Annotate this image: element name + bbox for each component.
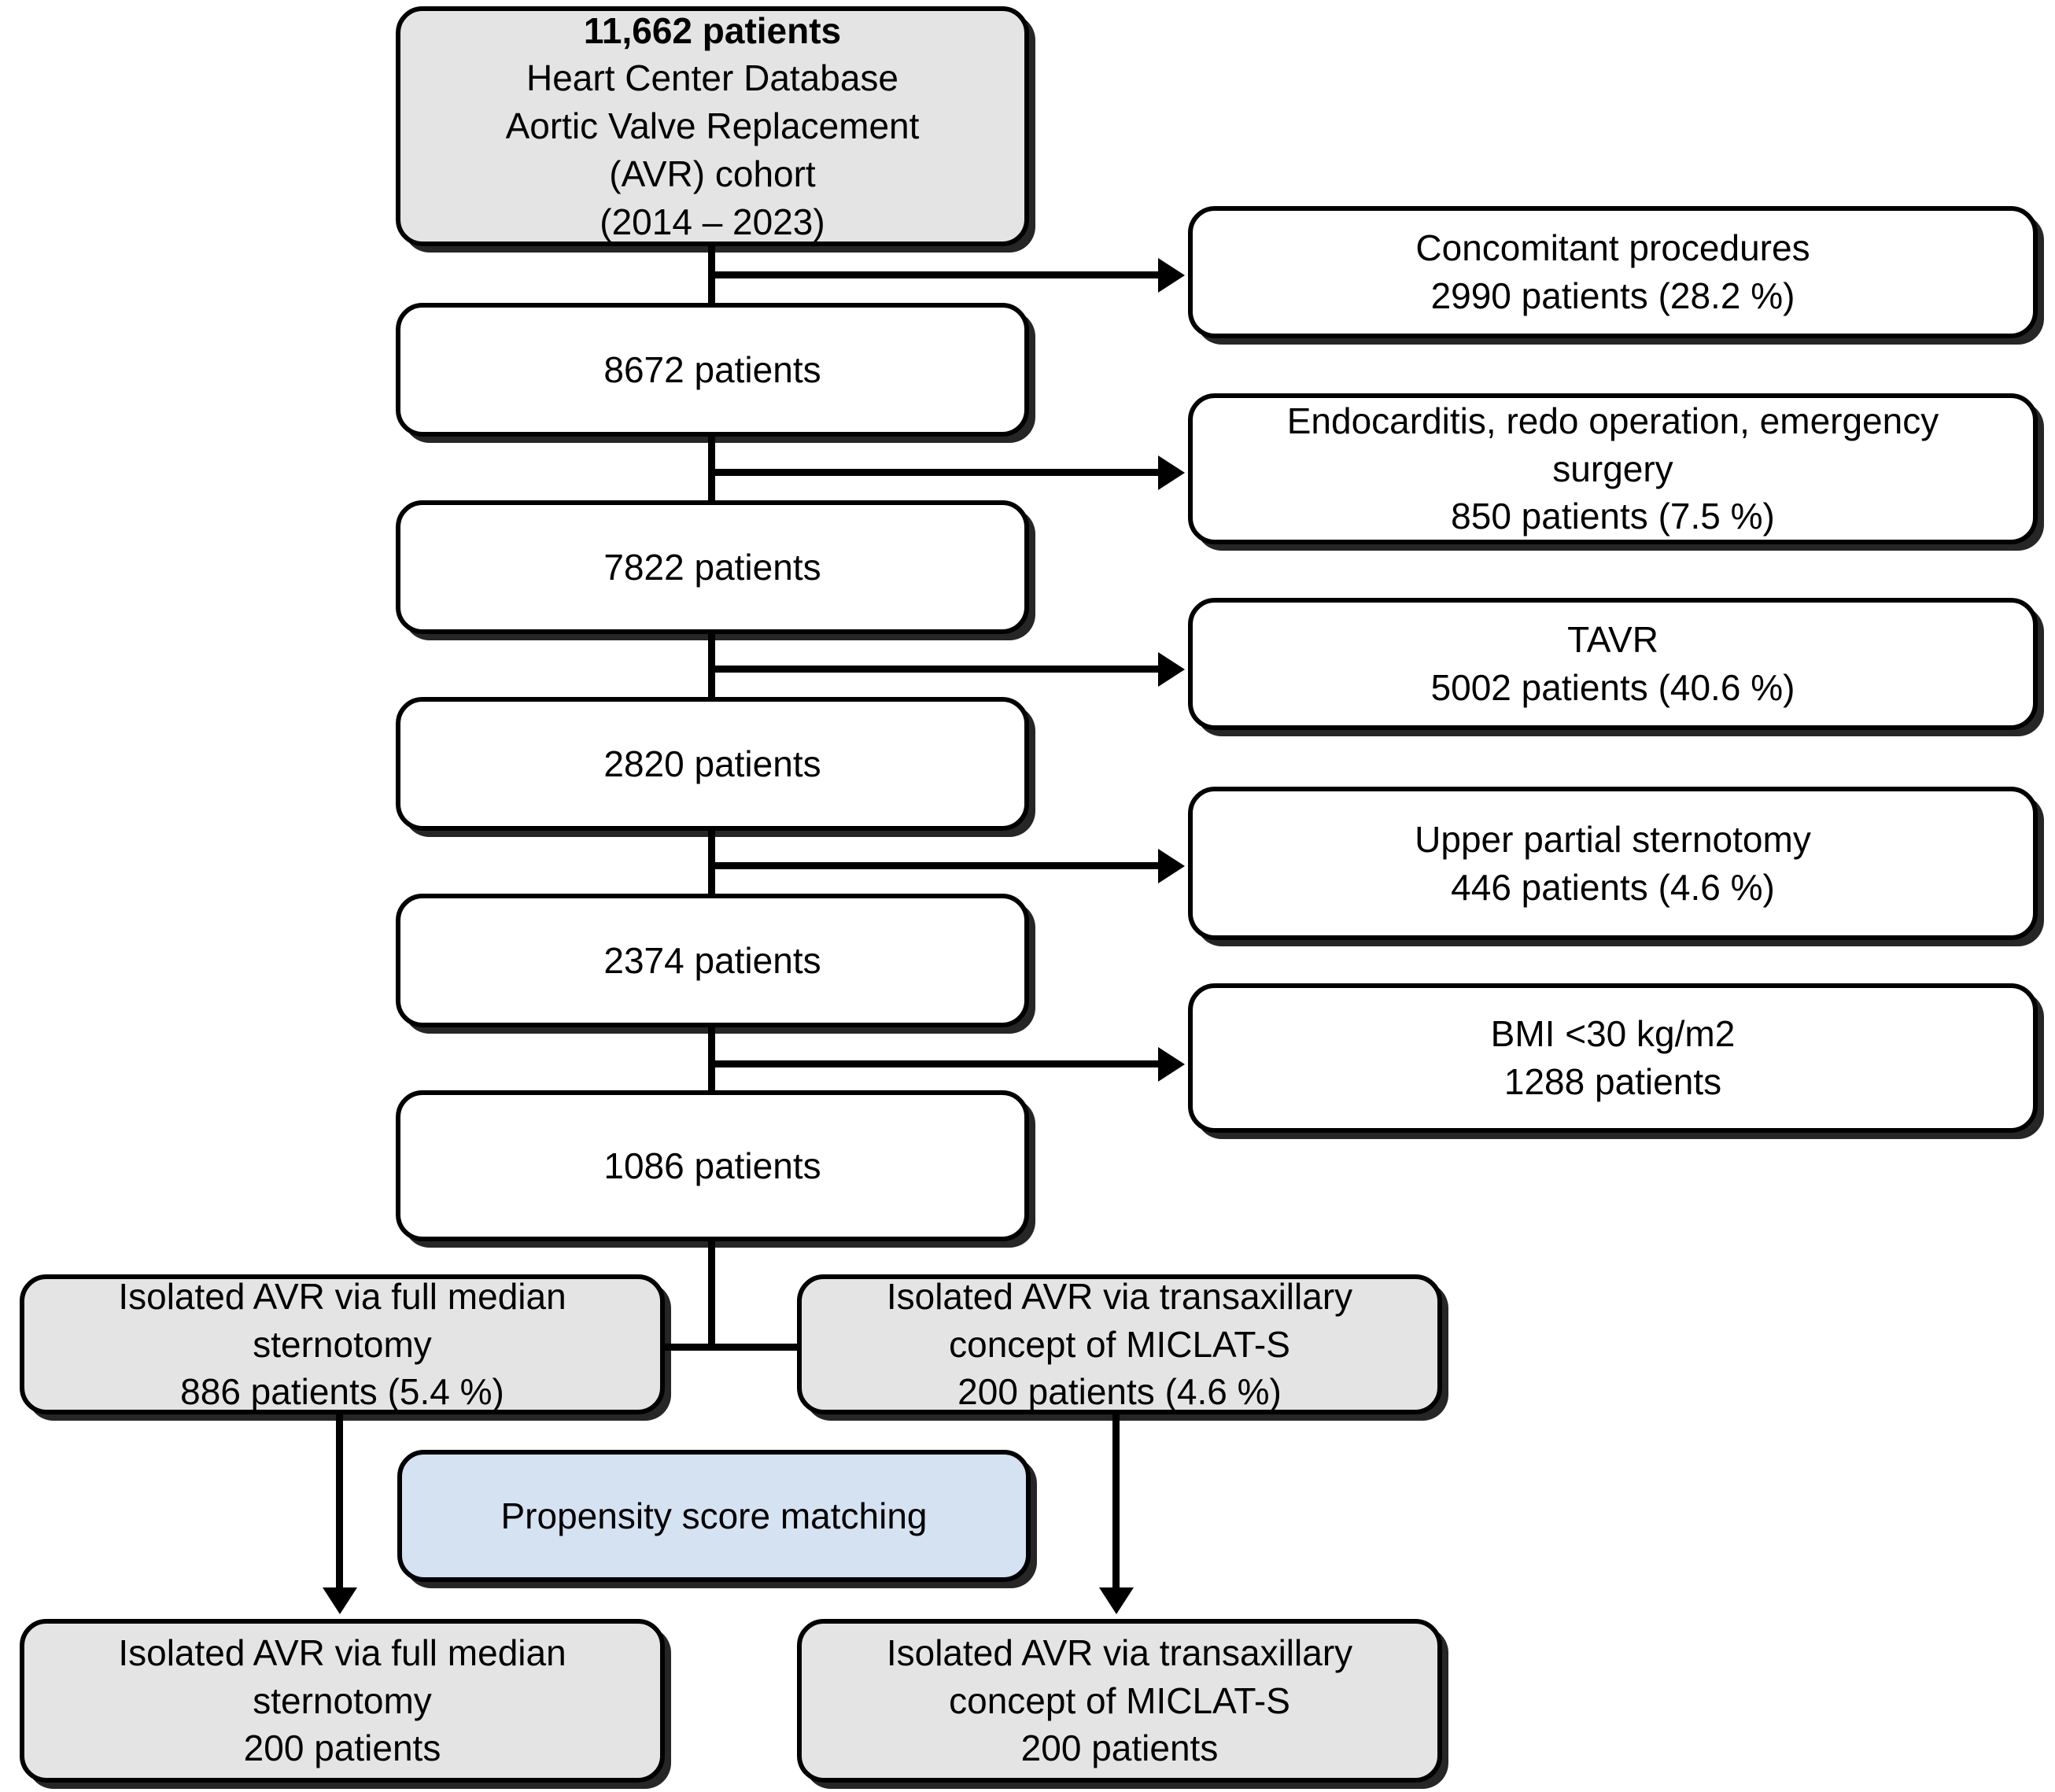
cohort-box-after-endocarditis: 7822 patients <box>396 500 1029 634</box>
exclusion-box-endocarditis: Endocarditis, redo operation, emergency … <box>1188 393 2038 544</box>
matched-sternotomy-line2: sternotomy <box>253 1680 432 1721</box>
matched-box-miclat: Isolated AVR via transaxillary concept o… <box>797 1619 1442 1783</box>
matched-box-sternotomy: Isolated AVR via full median sternotomy … <box>20 1619 665 1783</box>
exclusion-bmi-line2: 1288 patients <box>1503 1061 1722 1102</box>
spine-connector-2 <box>708 431 715 506</box>
branch-line-upper-partial-sternotomy <box>708 862 1160 869</box>
cohort-source-count: 11,662 patients <box>583 9 842 51</box>
exclusion-concomitant-line1: Concomitant procedures <box>1415 227 1810 269</box>
spine-connector-6 <box>708 1237 715 1347</box>
exclusion-tavr-line2: 5002 patients (40.6 %) <box>1430 667 1795 708</box>
matched-arrow-head-left <box>323 1587 357 1614</box>
split-sternotomy-line1: Isolated AVR via full median <box>118 1275 566 1317</box>
exclusion-ups-line1: Upper partial sternotomy <box>1415 818 1811 860</box>
branch-line-endocarditis <box>708 469 1160 476</box>
exclusion-endocarditis-line1: Endocarditis, redo operation, emergency <box>1286 400 1939 441</box>
matched-miclat-line3: 200 patients <box>1020 1727 1219 1769</box>
exclusion-endocarditis-line2: surgery <box>1552 448 1673 489</box>
branch-arrow-endocarditis <box>1158 455 1185 490</box>
exclusion-tavr-line1: TAVR <box>1567 619 1658 661</box>
exclusion-bmi-line1: BMI <30 kg/m2 <box>1490 1013 1736 1055</box>
cohort-box-after-concomitant: 8672 patients <box>396 303 1029 437</box>
cohort-after-tavr-label: 2820 patients <box>603 743 821 784</box>
spine-connector-4 <box>708 824 715 899</box>
matched-arrow-line-left <box>336 1408 343 1591</box>
branch-line-concomitant <box>708 271 1160 278</box>
cohort-box-after-bmi: 1086 patients <box>396 1090 1029 1241</box>
exclusion-box-upper-partial-sternotomy: Upper partial sternotomy 446 patients (4… <box>1188 787 2038 940</box>
exclusion-concomitant-line2: 2990 patients (28.2 %) <box>1430 275 1795 316</box>
split-miclat-line1: Isolated AVR via transaxillary <box>886 1275 1353 1317</box>
cohort-box-source: 11,662 patients Heart Center Database Ao… <box>396 6 1029 246</box>
exclusion-endocarditis-line3: 850 patients (7.5 %) <box>1451 496 1775 537</box>
cohort-after-ups-label: 2374 patients <box>603 939 821 981</box>
propensity-score-matching-box: Propensity score matching <box>397 1450 1031 1582</box>
split-miclat-line2: concept of MICLAT-S <box>949 1323 1290 1365</box>
cohort-source-line2: Heart Center Database <box>526 57 899 99</box>
spine-connector-3 <box>708 628 715 702</box>
branch-arrow-bmi <box>1158 1047 1185 1082</box>
branch-arrow-concomitant <box>1158 258 1185 293</box>
matched-miclat-line2: concept of MICLAT-S <box>949 1680 1290 1721</box>
split-sternotomy-line3: 886 patients (5.4 %) <box>180 1371 504 1413</box>
exclusion-box-tavr: TAVR 5002 patients (40.6 %) <box>1188 598 2038 730</box>
propensity-score-matching-label: Propensity score matching <box>500 1495 928 1536</box>
split-sternotomy-line2: sternotomy <box>253 1323 432 1365</box>
matched-sternotomy-line3: 200 patients <box>243 1727 441 1769</box>
exclusion-ups-line2: 446 patients (4.6 %) <box>1451 866 1775 908</box>
branch-line-tavr <box>708 666 1160 673</box>
matched-arrow-line-right <box>1112 1408 1120 1591</box>
cohort-box-after-tavr: 2820 patients <box>396 697 1029 831</box>
branch-line-bmi <box>708 1060 1160 1067</box>
split-box-sternotomy: Isolated AVR via full median sternotomy … <box>20 1274 665 1414</box>
split-miclat-line3: 200 patients (4.6 %) <box>957 1371 1282 1413</box>
exclusion-box-concomitant: Concomitant procedures 2990 patients (28… <box>1188 206 2038 338</box>
branch-arrow-upper-partial-sternotomy <box>1158 849 1185 883</box>
spine-connector-5 <box>708 1021 715 1096</box>
cohort-source-line4: (AVR) cohort <box>609 153 816 194</box>
cohort-after-concomitant-label: 8672 patients <box>603 348 821 390</box>
cohort-source-line3: Aortic Valve Replacement <box>505 105 920 147</box>
matched-miclat-line1: Isolated AVR via transaxillary <box>886 1632 1353 1673</box>
matched-arrow-head-right <box>1099 1587 1134 1614</box>
cohort-after-bmi-label: 1086 patients <box>603 1145 821 1186</box>
cohort-after-endocarditis-label: 7822 patients <box>603 546 821 588</box>
cohort-source-line5: (2014 – 2023) <box>600 201 825 242</box>
matched-sternotomy-line1: Isolated AVR via full median <box>118 1632 566 1673</box>
cohort-box-after-upper-partial-sternotomy: 2374 patients <box>396 894 1029 1027</box>
branch-arrow-tavr <box>1158 652 1185 687</box>
split-connector-horizontal <box>551 1344 865 1351</box>
exclusion-box-bmi: BMI <30 kg/m2 1288 patients <box>1188 983 2038 1133</box>
split-box-miclat: Isolated AVR via transaxillary concept o… <box>797 1274 1442 1414</box>
